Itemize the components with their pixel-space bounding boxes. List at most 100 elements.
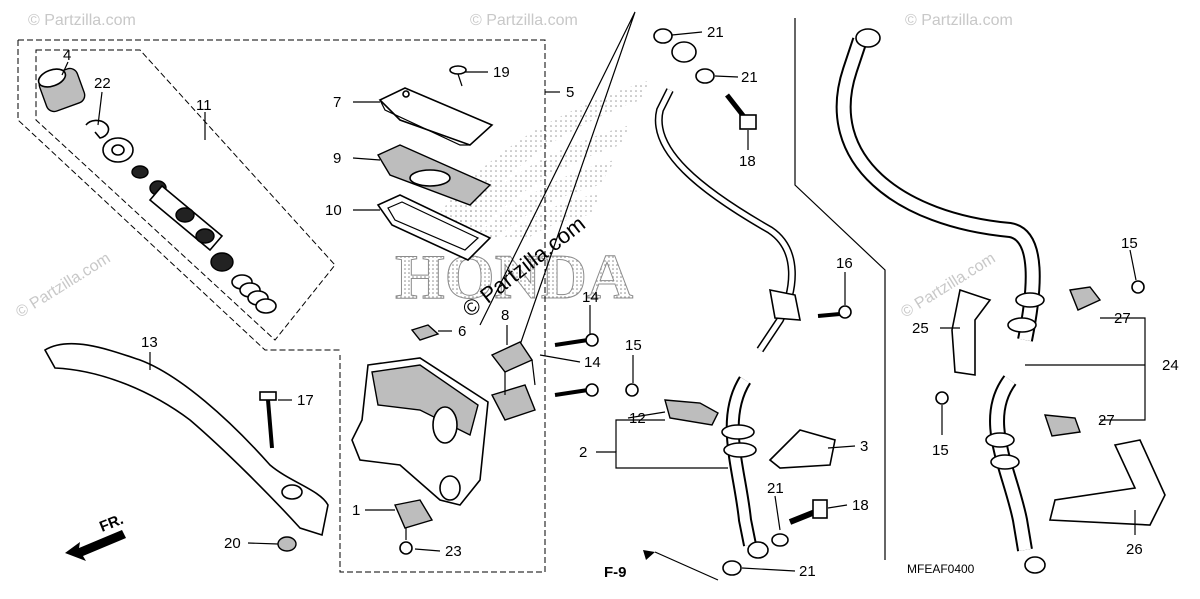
callout-14: 14 [584,354,601,371]
callout-14: 14 [582,289,599,306]
callout-24: 24 [1162,357,1179,374]
part-26-hose-stay [1048,439,1166,526]
callout-1: 1 [352,502,360,519]
callout-4: 4 [63,47,71,64]
hose-grommet [1007,317,1037,333]
part-6-clip [410,324,440,341]
part-27-clamp [1043,414,1081,437]
callout-3: 3 [860,438,868,455]
part-4-boot [37,67,86,113]
part-10-diaphragm [376,194,492,261]
watermark-text: © Partzilla.com [13,250,113,322]
part-1-brake-switch [394,499,434,529]
honda-brand-text: HONDA [395,241,633,312]
hose-grommet [721,424,755,440]
callout-8: 8 [501,307,509,324]
part-2-brake-hose [654,88,796,353]
callout-27: 27 [1098,412,1115,429]
part-13-brake-lever [43,342,329,537]
part-15-bolt [625,383,639,397]
part-callouts: 4 22 11 7 9 10 19 5 6 8 14 14 13 17 1 2 3… [63,24,1179,580]
callout-9: 9 [333,150,341,167]
callout-18: 18 [852,497,869,514]
part-11-box [35,49,336,341]
callout-7: 7 [333,94,341,111]
piston-kit-dashed-frame [17,40,340,351]
callout-2: 2 [579,444,587,461]
part-14-bolt [554,383,599,397]
part-7-reservoir-cap [378,87,494,146]
callout-21: 21 [767,480,784,497]
part-19-screw [449,65,467,87]
divider-line [479,11,636,346]
leader-lines [61,31,1146,581]
watermark-text: © Partzilla.com [28,12,136,29]
part-15-bolt [935,391,949,405]
part-5-master-cylinder-body [351,357,489,506]
callout-17: 17 [297,392,314,409]
callout-5: 5 [566,84,574,101]
seal [131,165,149,179]
primary-cup [210,252,234,272]
reference-label: F-9 [604,564,627,581]
part-21-sealing-washer [771,533,789,547]
callout-25: 25 [912,320,929,337]
spring [231,274,277,314]
divider-line [794,18,886,560]
callout-6: 6 [458,323,466,340]
part-18-oil-bolt [788,499,828,525]
callout-15: 15 [625,337,642,354]
hose-grommet [723,442,757,458]
banjo-fitting [747,541,769,559]
assembly-dashed-frame [18,39,546,573]
callout-13: 13 [141,334,158,351]
banjo-fitting [855,28,881,48]
callout-18: 18 [739,153,756,170]
part-8-holder [490,341,536,421]
callout-21: 21 [799,563,816,580]
part-16-bolt [817,305,852,319]
watermark-text: © Partzilla.com [898,250,998,322]
callout-15: 15 [1121,235,1138,252]
part-14-bolt [554,333,599,347]
part-25-bracket [951,288,992,376]
callout-27: 27 [1114,310,1131,327]
hose-grommet [990,454,1020,470]
banjo-fitting [1024,556,1046,574]
part-22-circlip [85,119,110,139]
callout-16: 16 [836,255,853,272]
part-18-oil-bolt [725,93,757,130]
reference-arrow [643,550,655,560]
watermark-text: © Partzilla.com [905,12,1013,29]
watermark-text: © Partzilla.com [470,12,578,29]
part-20-nut [277,536,297,552]
part-21-sealing-washer [722,560,742,576]
washer-hole [111,144,125,156]
piston-cup [195,228,215,244]
part-3-hose-stay [768,429,836,469]
part-21-sealing-washer [653,28,673,44]
part-17-pivot-bolt [259,391,277,449]
part-15-bolt [1131,280,1145,294]
callout-22: 22 [94,75,111,92]
front-direction-arrow: FR. [65,511,126,561]
hose-grommet [985,432,1015,448]
three-way-joint [769,288,801,321]
part-21-sealing-washer [695,68,715,84]
part-12-clamp [664,399,719,426]
callout-19: 19 [493,64,510,81]
callout-20: 20 [224,535,241,552]
part-23-screw [399,528,413,555]
callout-12: 12 [629,410,646,427]
callout-21: 21 [741,69,758,86]
callout-10: 10 [325,202,342,219]
diagram-code: MFEAF0400 [907,562,975,576]
honda-wing-logo: HONDA [395,80,650,313]
hose-grommet [1015,292,1045,308]
callout-21: 21 [707,24,724,41]
callout-26: 26 [1126,541,1143,558]
callout-11: 11 [196,97,212,114]
callout-15: 15 [932,442,949,459]
